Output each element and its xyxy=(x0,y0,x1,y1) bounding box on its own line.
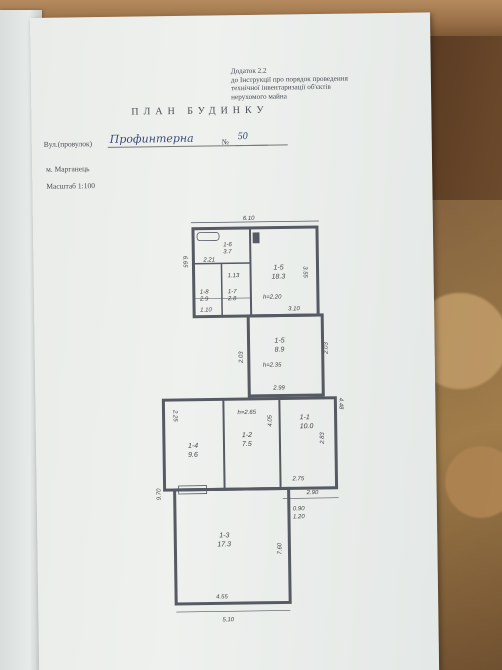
room-id: 1-5 xyxy=(274,337,284,344)
dim-label: 1.20 xyxy=(293,514,305,520)
partition-wall xyxy=(222,399,226,490)
room-id: 1-1 xyxy=(300,414,310,421)
room-id: 1-6 xyxy=(223,242,232,248)
dim-label: 4.55 xyxy=(216,594,228,600)
dim-label: 4.05 xyxy=(268,414,274,426)
room-area: 17.3 xyxy=(217,541,231,548)
partition-wall xyxy=(248,227,253,316)
dim-label: 4.48 xyxy=(337,398,343,410)
dim-label: 2.21 xyxy=(202,257,215,263)
room-area: 2.9 xyxy=(199,297,209,303)
dim-label: 2.03 xyxy=(239,351,245,364)
patterned-cloth xyxy=(432,200,502,670)
dim-label: 3.10 xyxy=(288,306,300,312)
dim-label: 6.10 xyxy=(243,216,255,222)
stove-icon xyxy=(178,485,208,495)
room-13-wall xyxy=(173,486,292,606)
room-area: 9.6 xyxy=(188,452,198,459)
room-area: 3.7 xyxy=(223,249,232,255)
room-area: 2.8 xyxy=(227,296,237,302)
dim-label: 2.03 xyxy=(324,342,330,355)
dim-label: 0.90 xyxy=(293,506,305,512)
room-area: 8.9 xyxy=(275,346,285,353)
partition-wall xyxy=(278,398,282,489)
dimension-line xyxy=(176,610,291,613)
room-id: 1-3 xyxy=(219,532,229,539)
room-id: 1-8 xyxy=(200,290,209,296)
dimension-line xyxy=(193,297,251,300)
room-area: 7.5 xyxy=(242,441,252,448)
floor-plan: 6.10 1-6 3.7 2.21 1.13 1-8 2.9 1-7 2.8 1… xyxy=(157,216,344,623)
dim-label: 2.90 xyxy=(306,490,319,496)
document-page: Додаток 2.2 до Інструкції про порядок пр… xyxy=(30,12,440,670)
room-id: 1-2 xyxy=(242,432,252,439)
dim-label: 2.99 xyxy=(272,385,285,391)
room-id: 1-4 xyxy=(188,443,198,450)
dim-label: 1.13 xyxy=(228,273,240,279)
hall-wall xyxy=(246,313,325,398)
height-label: h=2.20 xyxy=(263,295,282,301)
dim-label: 2.75 xyxy=(291,476,304,482)
dim-label: 6.65 xyxy=(181,256,187,268)
room-id: 1-7 xyxy=(228,289,237,295)
dim-label: 1.10 xyxy=(200,307,212,313)
room-area: 18.3 xyxy=(272,273,286,280)
room-area: 10.0 xyxy=(300,423,314,430)
height-label: h=2.35 xyxy=(263,363,282,369)
height-label: h=2.65 xyxy=(237,410,256,416)
stove-icon xyxy=(252,232,260,244)
dim-label: 3.55 xyxy=(301,266,307,278)
room-id: 1-5 xyxy=(273,264,283,271)
dim-label: 2.83 xyxy=(320,432,326,445)
dimension-line xyxy=(190,220,319,224)
bathtub-icon xyxy=(196,232,220,242)
partition-wall xyxy=(220,263,223,317)
dim-label: 9.70 xyxy=(157,488,163,500)
dim-label: 7.60 xyxy=(277,542,283,554)
dim-label: 5.10 xyxy=(222,617,234,623)
dimension-line xyxy=(282,497,339,499)
dim-label: 2.25 xyxy=(171,409,177,422)
